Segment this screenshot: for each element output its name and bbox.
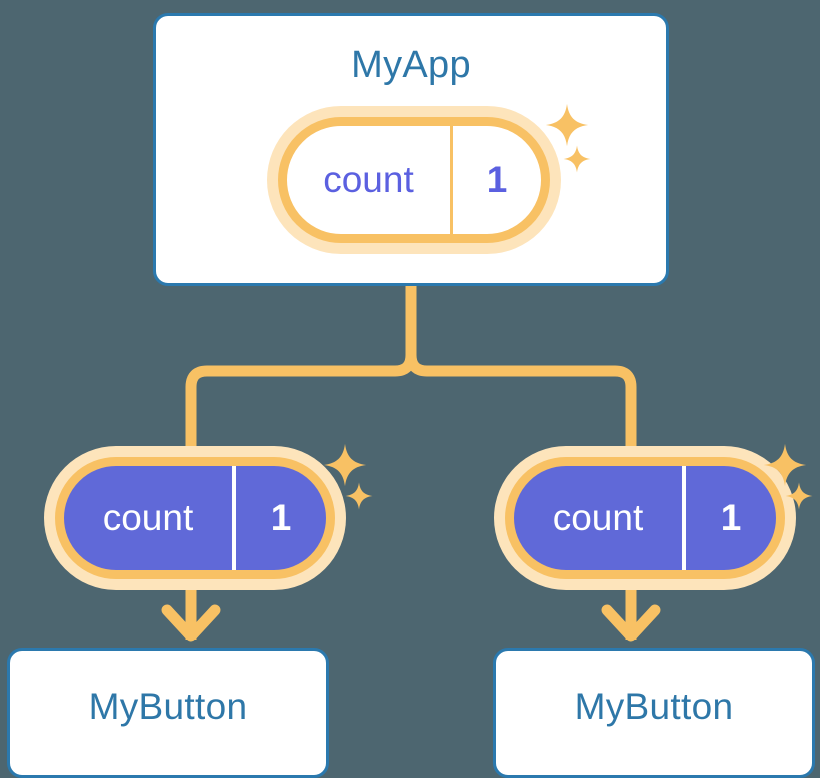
- sparkle-top-large: [545, 103, 589, 147]
- component-card-mybutton-left[interactable]: MyButton: [7, 648, 329, 778]
- state-flow-branch-left: [185, 354, 417, 470]
- state-value: 1: [720, 497, 742, 538]
- state-flow-arrow-left: [161, 604, 221, 642]
- state-pill-mybutton-right[interactable]: count 1: [505, 457, 785, 579]
- sparkle-right-large: [763, 443, 807, 487]
- state-pill-mybutton-left[interactable]: count 1: [55, 457, 335, 579]
- state-flow-arrow-right: [601, 604, 661, 642]
- state-pill-myapp[interactable]: count 1: [278, 117, 550, 243]
- state-pill-body: count 1: [505, 457, 785, 579]
- sparkle-right-small: [785, 482, 813, 510]
- state-flow-branch-right: [405, 354, 637, 470]
- component-title-mybutton-left: MyButton: [88, 686, 248, 727]
- state-key: count: [287, 126, 453, 234]
- component-card-mybutton-right[interactable]: MyButton: [493, 648, 815, 778]
- state-key: count: [64, 466, 236, 570]
- sparkle-left-small: [345, 482, 373, 510]
- state-value: 1: [486, 159, 508, 200]
- sparkle-left-large: [323, 443, 367, 487]
- sparkle-top-small: [563, 145, 591, 173]
- state-key: count: [514, 466, 686, 570]
- state-value: 1: [270, 497, 292, 538]
- component-title-myapp: MyApp: [351, 44, 471, 86]
- state-pill-body: count 1: [278, 117, 550, 243]
- component-title-mybutton-right: MyButton: [574, 686, 734, 727]
- state-pill-body: count 1: [55, 457, 335, 579]
